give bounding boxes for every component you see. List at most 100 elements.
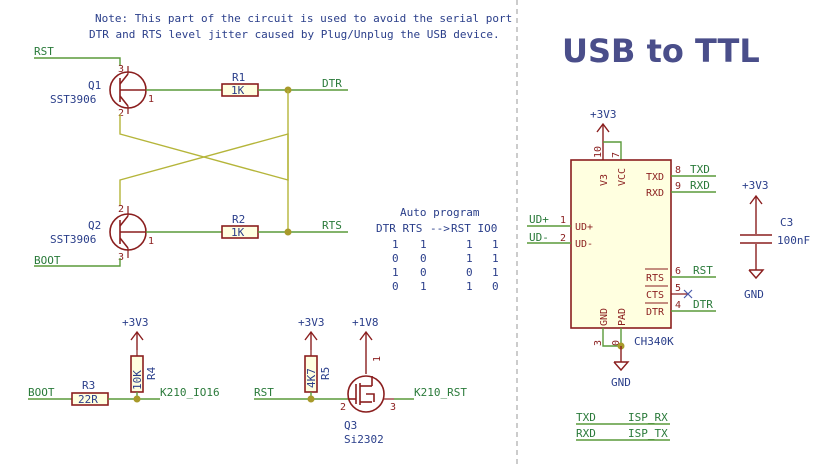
page-title: USB to TTL xyxy=(562,32,760,70)
q2-ref: Q2 xyxy=(88,219,101,232)
power-symbol-3v3-b xyxy=(304,330,318,350)
u-pin-5: 5 xyxy=(675,283,681,294)
isp-from-txd: TXD xyxy=(576,411,596,424)
q3-pin-3: 3 xyxy=(390,402,396,413)
q2-value: SST3906 xyxy=(50,233,96,246)
u-pin-7: 7 xyxy=(611,152,622,158)
r4-value: 10K xyxy=(131,370,144,390)
auto-program-cell: 1 xyxy=(492,266,499,279)
power-label-3v3-a: +3V3 xyxy=(122,316,149,329)
auto-program-cell: 1 xyxy=(420,280,427,293)
q1-pin-3: 3 xyxy=(118,64,124,75)
c3-value: 100nF xyxy=(777,234,810,247)
u-pin-9: 9 xyxy=(675,181,681,192)
q2-pin-3: 3 xyxy=(118,252,124,263)
auto-program-cell: 0 xyxy=(420,252,427,265)
u-pin-1: 1 xyxy=(560,215,566,226)
c3-ref: C3 xyxy=(780,216,793,229)
power-symbol-3v3-a xyxy=(130,330,144,350)
q2-pin-2: 2 xyxy=(118,204,124,215)
power-label-3v3-b: +3V3 xyxy=(298,316,325,329)
power-label-3v3-d: +3V3 xyxy=(742,179,769,192)
net-label-rst-top: RST xyxy=(34,45,54,58)
junction-io16 xyxy=(133,395,141,403)
chip-pin-ud-minus: UD- xyxy=(575,239,593,250)
auto-program-cell: 1 xyxy=(466,280,473,293)
q3-value: Si2302 xyxy=(344,433,384,446)
net-label-k210-rst: K210_RST xyxy=(414,386,467,399)
q3-pin-2: 2 xyxy=(340,402,346,413)
auto-program-cell: 1 xyxy=(492,238,499,251)
isp-mapping: TXD ISP_RX RXD ISP_TX xyxy=(576,411,670,441)
net-label-dtr: DTR xyxy=(322,77,342,90)
auto-program-cell: 1 xyxy=(392,238,399,251)
net-label-rst-chip: RST xyxy=(693,264,713,277)
auto-program-cell: 0 xyxy=(492,280,499,293)
chip-pin-dtr: DTR xyxy=(646,307,665,318)
isp-to-tx: ISP_TX xyxy=(628,427,668,440)
chip-pin-txd: TXD xyxy=(646,172,664,183)
q3-mosfet xyxy=(347,375,394,413)
r3-value: 22R xyxy=(78,393,98,406)
wire-cross-2 xyxy=(119,133,289,232)
r1-ref: R1 xyxy=(232,71,245,84)
ch340k-chip xyxy=(570,159,672,329)
net-label-rts: RTS xyxy=(322,219,342,232)
net-label-k210-io16: K210_IO16 xyxy=(160,386,220,399)
u-pin-0: 0 xyxy=(611,340,622,346)
r2-value: 1K xyxy=(231,226,245,239)
q3-pin-1: 1 xyxy=(372,356,383,362)
u-pin-8: 8 xyxy=(675,165,681,176)
q1-ref: Q1 xyxy=(88,79,101,92)
no-connect-mark xyxy=(683,289,693,299)
power-label-gnd-a: GND xyxy=(611,376,631,389)
r5-ref: R5 xyxy=(319,367,332,380)
net-label-txd: TXD xyxy=(690,163,710,176)
net-label-boot-r3: BOOT xyxy=(28,386,55,399)
r5-value: 4K7 xyxy=(305,368,318,388)
auto-program-cell: 0 xyxy=(392,252,399,265)
net-label-ud-minus: UD- xyxy=(529,231,549,244)
auto-program-title: Auto program xyxy=(400,206,480,219)
chip-pin-vcc: VCC xyxy=(617,168,628,186)
auto-program-cell: 1 xyxy=(392,266,399,279)
u-pin-4: 4 xyxy=(675,300,681,311)
auto-program-header-arrow: --> xyxy=(430,222,450,235)
note-line-1: Note: This part of the circuit is used t… xyxy=(95,12,512,25)
q2-pin-1: 1 xyxy=(148,236,154,247)
auto-program-cell: 1 xyxy=(466,238,473,251)
gnd-symbol-a xyxy=(613,346,630,372)
auto-program-cell: 1 xyxy=(466,252,473,265)
wire-boot-q2 xyxy=(34,258,121,267)
net-label-boot: BOOT xyxy=(34,254,61,267)
chip-pin-cts: CTS xyxy=(646,290,664,301)
net-label-rst-q3: RST xyxy=(254,386,274,399)
net-label-dtr-chip: DTR xyxy=(693,298,713,311)
auto-program-cell: 0 xyxy=(466,266,473,279)
note-line-2: DTR and RTS level jitter caused by Plug/… xyxy=(89,28,500,41)
q1-value: SST3906 xyxy=(50,93,96,106)
q1-pin-2: 2 xyxy=(118,108,124,119)
isp-to-rx: ISP_RX xyxy=(628,411,668,424)
power-label-gnd-b: GND xyxy=(744,288,764,301)
auto-program-cell: 0 xyxy=(420,266,427,279)
u-value: CH340K xyxy=(634,335,674,348)
q1-pin-1: 1 xyxy=(148,94,154,105)
auto-program-header-right: RST IO0 xyxy=(451,222,497,235)
chip-pin-pad: PAD xyxy=(617,308,628,326)
wire-gnd-pad xyxy=(602,328,622,347)
u-pin-3: 3 xyxy=(593,340,604,346)
u-pin-10: 10 xyxy=(593,146,604,158)
c3-capacitor xyxy=(740,194,772,280)
net-label-ud-plus: UD+ xyxy=(529,213,549,226)
chip-pin-v3: V3 xyxy=(599,174,610,186)
junction-rst xyxy=(307,395,315,403)
power-label-3v3-c: +3V3 xyxy=(590,108,617,121)
auto-program-cell: 1 xyxy=(420,238,427,251)
chip-pin-ud-plus: UD+ xyxy=(575,222,593,233)
chip-pin-rxd: RXD xyxy=(646,188,664,199)
wire-rst-q1 xyxy=(34,57,121,66)
auto-program-table: Auto program DTR RTS --> RST IO0 1 1 1 1… xyxy=(376,206,499,293)
wire-cross-1 xyxy=(119,90,289,181)
auto-program-cell: 1 xyxy=(492,252,499,265)
